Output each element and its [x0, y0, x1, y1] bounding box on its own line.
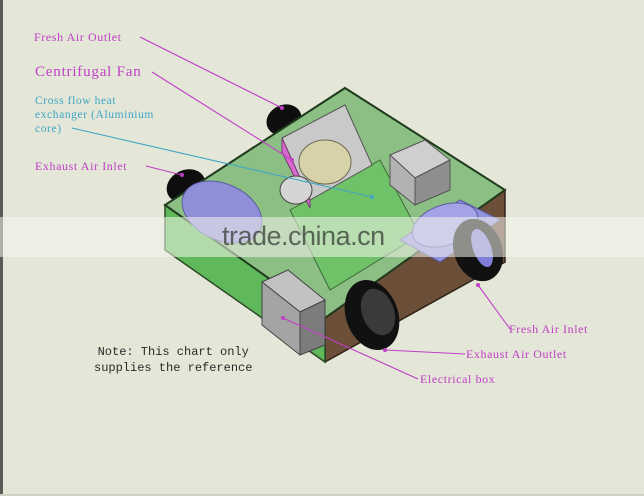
label-cross-flow-heat-exchanger: Cross flow heat exchanger (Aluminium cor… — [35, 95, 154, 135]
bottom-frame-border — [0, 494, 644, 496]
watermark-text: trade.china.cn — [222, 221, 385, 251]
label-centrifugal-fan: Centrifugal Fan — [35, 64, 142, 80]
centrifugal-fan — [279, 104, 373, 209]
label-exhaust-air-outlet: Exhaust Air Outlet — [466, 347, 567, 361]
watermark-band — [0, 217, 644, 257]
exhaust-air-outlet-duct — [344, 280, 400, 350]
reference-note: Note: This chart only supplies the refer… — [94, 345, 253, 375]
leader-arrowheads — [180, 106, 480, 352]
leader-lines — [71, 36, 511, 380]
label-fresh-air-inlet: Fresh Air Inlet — [509, 322, 588, 336]
label-fresh-air-outlet: Fresh Air Outlet — [34, 30, 122, 44]
label-exhaust-air-inlet: Exhaust Air Inlet — [35, 159, 128, 173]
filter-box — [389, 139, 451, 207]
label-electrical-box: Electrical box — [420, 372, 496, 386]
electrical-box — [261, 269, 326, 357]
